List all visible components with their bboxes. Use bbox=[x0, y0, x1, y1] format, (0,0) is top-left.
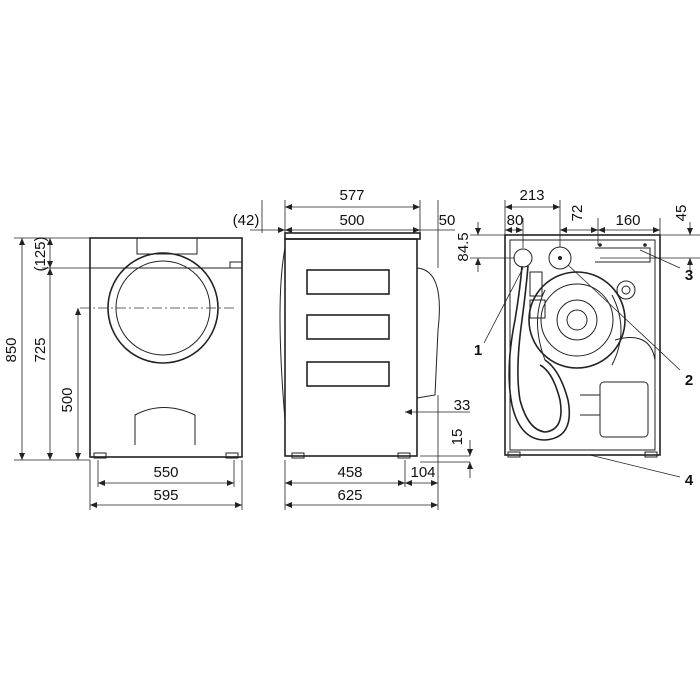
detergent-drawer bbox=[136, 237, 198, 255]
control-panel-detail bbox=[229, 261, 243, 269]
callout-3: 3 bbox=[685, 267, 693, 284]
front-total-height-label: 850 bbox=[3, 337, 20, 362]
side-bottom-right-offset-label: 104 bbox=[410, 464, 435, 481]
front-total-width-label: 595 bbox=[153, 487, 178, 504]
side-top-right-offset-label: 50 bbox=[439, 212, 456, 229]
door-protrusion-label: 33 bbox=[454, 397, 471, 414]
water-inlet-valve bbox=[513, 248, 533, 268]
side-bottom-body-label: 458 bbox=[337, 464, 362, 481]
rear-body-outline bbox=[504, 234, 661, 456]
side-rear-curve bbox=[279, 247, 286, 421]
rear-drain-offset-label: 72 bbox=[569, 205, 586, 222]
side-dimensions bbox=[250, 200, 473, 510]
side-foot-rear bbox=[291, 452, 305, 459]
rear-view bbox=[504, 234, 661, 458]
rear-foot-left bbox=[507, 451, 521, 458]
front-foot-left bbox=[93, 452, 107, 459]
front-body-outline bbox=[89, 237, 243, 458]
service-flap bbox=[134, 407, 196, 445]
drum-motor-outer bbox=[528, 271, 626, 369]
rear-small-port bbox=[616, 280, 636, 300]
drum-hub bbox=[556, 299, 598, 341]
rear-dimensions bbox=[470, 200, 700, 272]
feet-height-label: 15 bbox=[449, 429, 466, 446]
side-bottom-total-label: 625 bbox=[337, 487, 362, 504]
front-body-height-label: 725 bbox=[32, 337, 49, 362]
callout-1: 1 bbox=[474, 342, 482, 359]
side-top-left-offset-label: (42) bbox=[233, 212, 260, 229]
callout-2: 2 bbox=[685, 372, 693, 389]
side-vent-middle bbox=[306, 314, 390, 340]
side-vent-bottom bbox=[306, 361, 390, 387]
door-center-height-label: 500 bbox=[59, 387, 76, 412]
rear-inner-frame bbox=[509, 239, 656, 451]
front-foot-right bbox=[225, 452, 239, 459]
side-view bbox=[279, 232, 440, 459]
rear-inlet-offset-label: 80 bbox=[507, 212, 524, 229]
rear-right-offset-label: 160 bbox=[615, 212, 640, 229]
front-top-offset-label: (125) bbox=[32, 236, 49, 271]
side-top-total-label: 577 bbox=[339, 187, 364, 204]
rear-tank bbox=[599, 381, 649, 438]
callout-4: 4 bbox=[685, 472, 694, 489]
drain-hose bbox=[508, 265, 570, 441]
callout-leaders bbox=[483, 249, 681, 478]
inlet-connector bbox=[529, 271, 543, 297]
rear-foot-right bbox=[644, 451, 658, 458]
rear-top-total-label: 213 bbox=[519, 187, 544, 204]
rear-height-offset-right-label: 45 bbox=[673, 205, 690, 222]
side-foot-front bbox=[397, 452, 411, 459]
side-top-body-label: 500 bbox=[339, 212, 364, 229]
side-vent-top bbox=[306, 269, 390, 295]
side-body-outline bbox=[284, 238, 418, 457]
rear-height-offset-left-label: 84.5 bbox=[455, 232, 472, 261]
front-view bbox=[80, 237, 243, 459]
rear-top-bracket bbox=[595, 247, 651, 263]
front-inner-width-label: 550 bbox=[153, 464, 178, 481]
side-worktop bbox=[284, 232, 421, 240]
side-door-profile bbox=[416, 267, 440, 399]
front-dimensions bbox=[14, 237, 243, 510]
